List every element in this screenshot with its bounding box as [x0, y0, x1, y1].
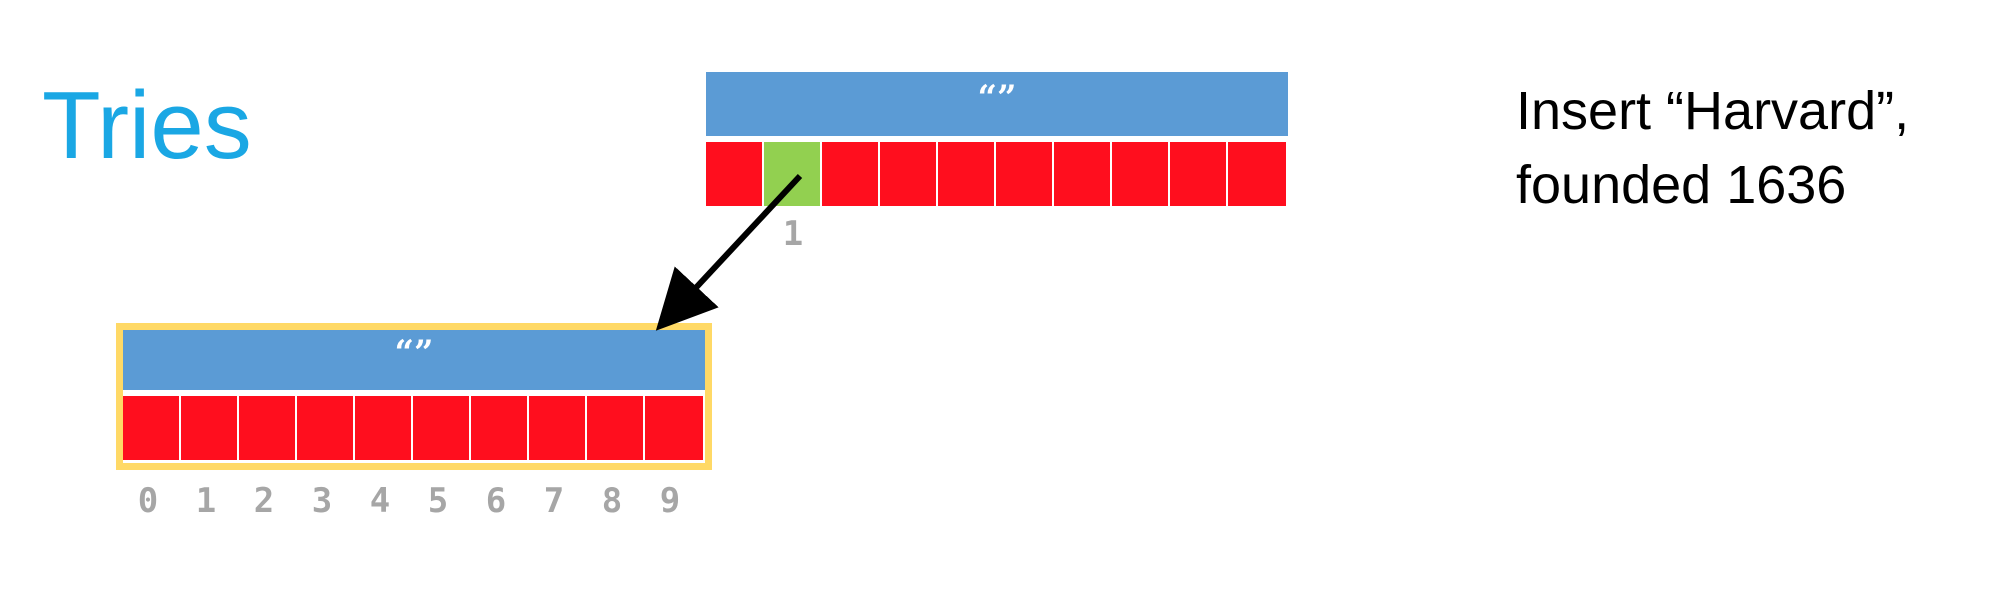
root-node-value: “”	[706, 72, 1288, 136]
new-node-index-5: 5	[427, 481, 449, 521]
root-node-cell-4	[938, 142, 996, 206]
new-node-index-6: 6	[485, 481, 507, 521]
new-node-index-3: 3	[311, 481, 333, 521]
caption: Insert “Harvard”, founded 1636	[1516, 74, 1909, 222]
new-node-index-9: 9	[659, 481, 681, 521]
new-node-cell-8	[587, 396, 645, 460]
new-node-index-7: 7	[543, 481, 565, 521]
new-node-cell-1	[181, 396, 239, 460]
root-node-cell-9	[1228, 142, 1286, 206]
caption-line-1: Insert “Harvard”,	[1516, 81, 1910, 141]
new-node-cell-4	[355, 396, 413, 460]
new-node-value: “”	[123, 330, 705, 390]
root-node-index-1: 1	[782, 214, 804, 254]
root-node-cell-0	[706, 142, 764, 206]
root-node-cell-7	[1112, 142, 1170, 206]
root-node-cell-8	[1170, 142, 1228, 206]
new-node-index-4: 4	[369, 481, 391, 521]
root-node-children-array	[706, 142, 1286, 206]
new-node-index-2: 2	[253, 481, 275, 521]
root-node-cell-1	[764, 142, 822, 206]
caption-line-2: founded 1636	[1516, 155, 1847, 215]
pointer-arrow-line	[655, 173, 803, 331]
slide-title: Tries	[42, 72, 252, 179]
new-node-cell-2	[239, 396, 297, 460]
new-node-cell-5	[413, 396, 471, 460]
new-node-children-array	[123, 396, 703, 460]
new-node-index-1: 1	[195, 481, 217, 521]
root-node-index-labels: 1	[706, 214, 1286, 254]
new-node-cell-3	[297, 396, 355, 460]
root-node-cell-6	[1054, 142, 1112, 206]
new-node-index-0: 0	[137, 481, 159, 521]
new-node-cell-6	[471, 396, 529, 460]
new-node-cell-7	[529, 396, 587, 460]
new-node-index-8: 8	[601, 481, 623, 521]
new-node-cell-9	[645, 396, 703, 460]
new-node-cell-0	[123, 396, 181, 460]
root-node-cell-3	[880, 142, 938, 206]
root-node-cell-5	[996, 142, 1054, 206]
root-node-cell-2	[822, 142, 880, 206]
